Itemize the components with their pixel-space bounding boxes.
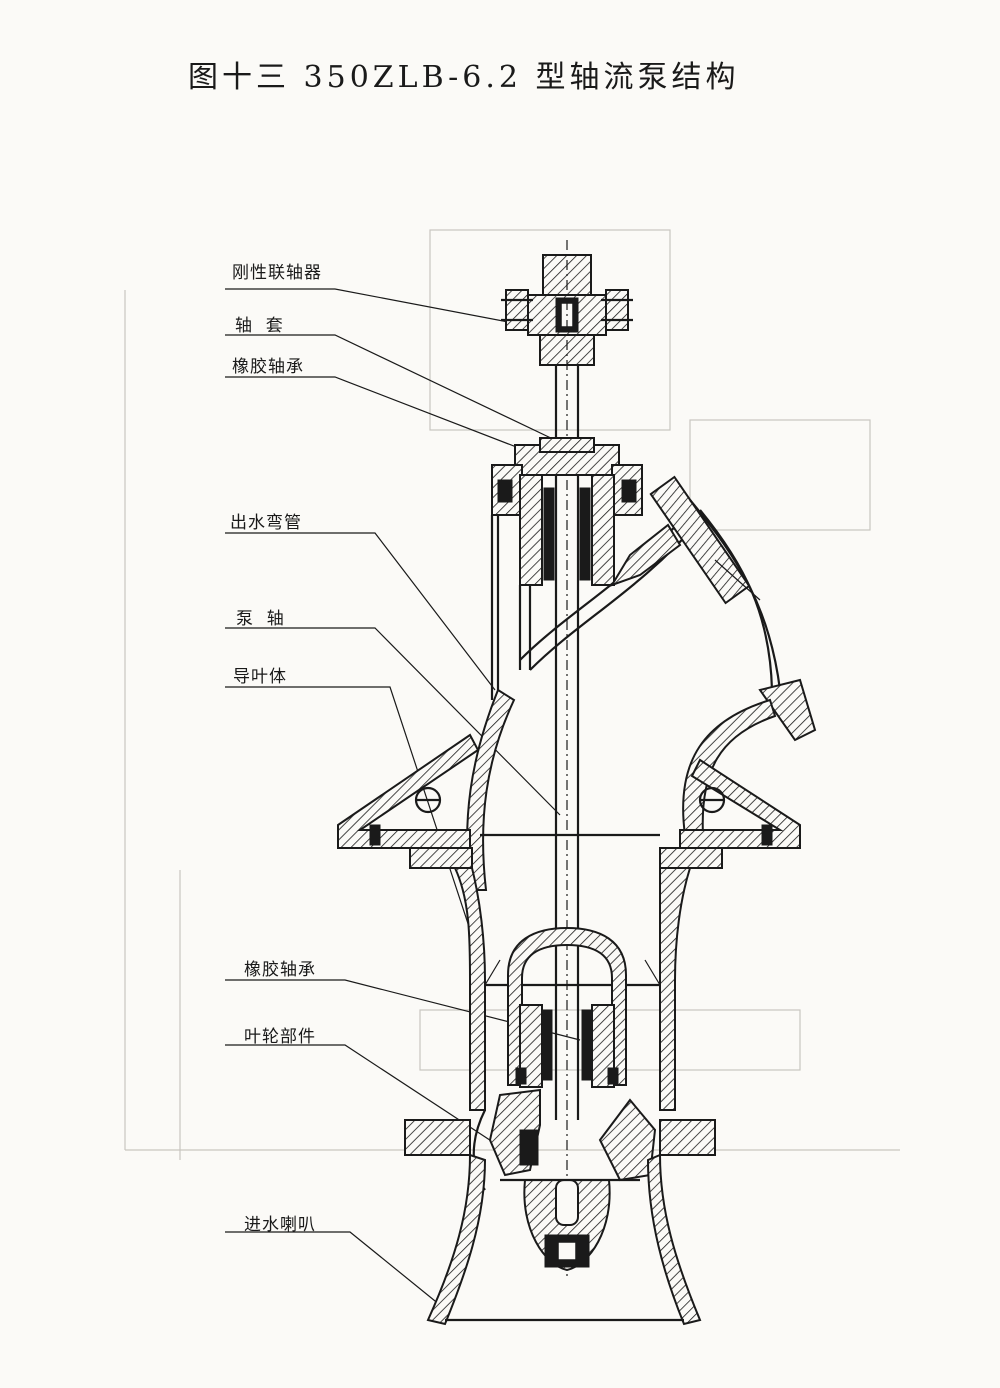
guide-vane-casing xyxy=(453,867,692,1111)
column-pipe xyxy=(490,515,532,700)
lower-bearing-hub xyxy=(507,926,627,1088)
label-shaft-sleeve: 轴 套 xyxy=(235,316,284,336)
inlet-bell xyxy=(426,1153,702,1326)
upper-bearing-housing xyxy=(491,437,643,586)
label-inlet-bell: 进水喇叭 xyxy=(244,1215,316,1235)
leader-lines xyxy=(225,288,581,1306)
label-guide-vane-body: 导叶体 xyxy=(233,667,287,687)
label-impeller-assembly: 叶轮部件 xyxy=(244,1027,316,1047)
label-rigid-coupling: 刚性联轴器 xyxy=(232,263,322,283)
label-pump-shaft: 泵 轴 xyxy=(236,609,285,629)
pump-shaft xyxy=(554,240,580,1280)
label-rubber-bearing-lower: 橡胶轴承 xyxy=(244,960,316,980)
outlet-elbow xyxy=(466,475,817,891)
background-ghost-lines xyxy=(124,229,900,1160)
diagram-title: 图十三 350ZLB-6.2 型轴流泵结构 xyxy=(188,60,740,95)
base-plate xyxy=(337,733,801,869)
impeller-assembly xyxy=(404,1088,716,1272)
label-rubber-bearing-upper: 橡胶轴承 xyxy=(232,357,304,377)
label-outlet-elbow: 出水弯管 xyxy=(230,513,302,533)
